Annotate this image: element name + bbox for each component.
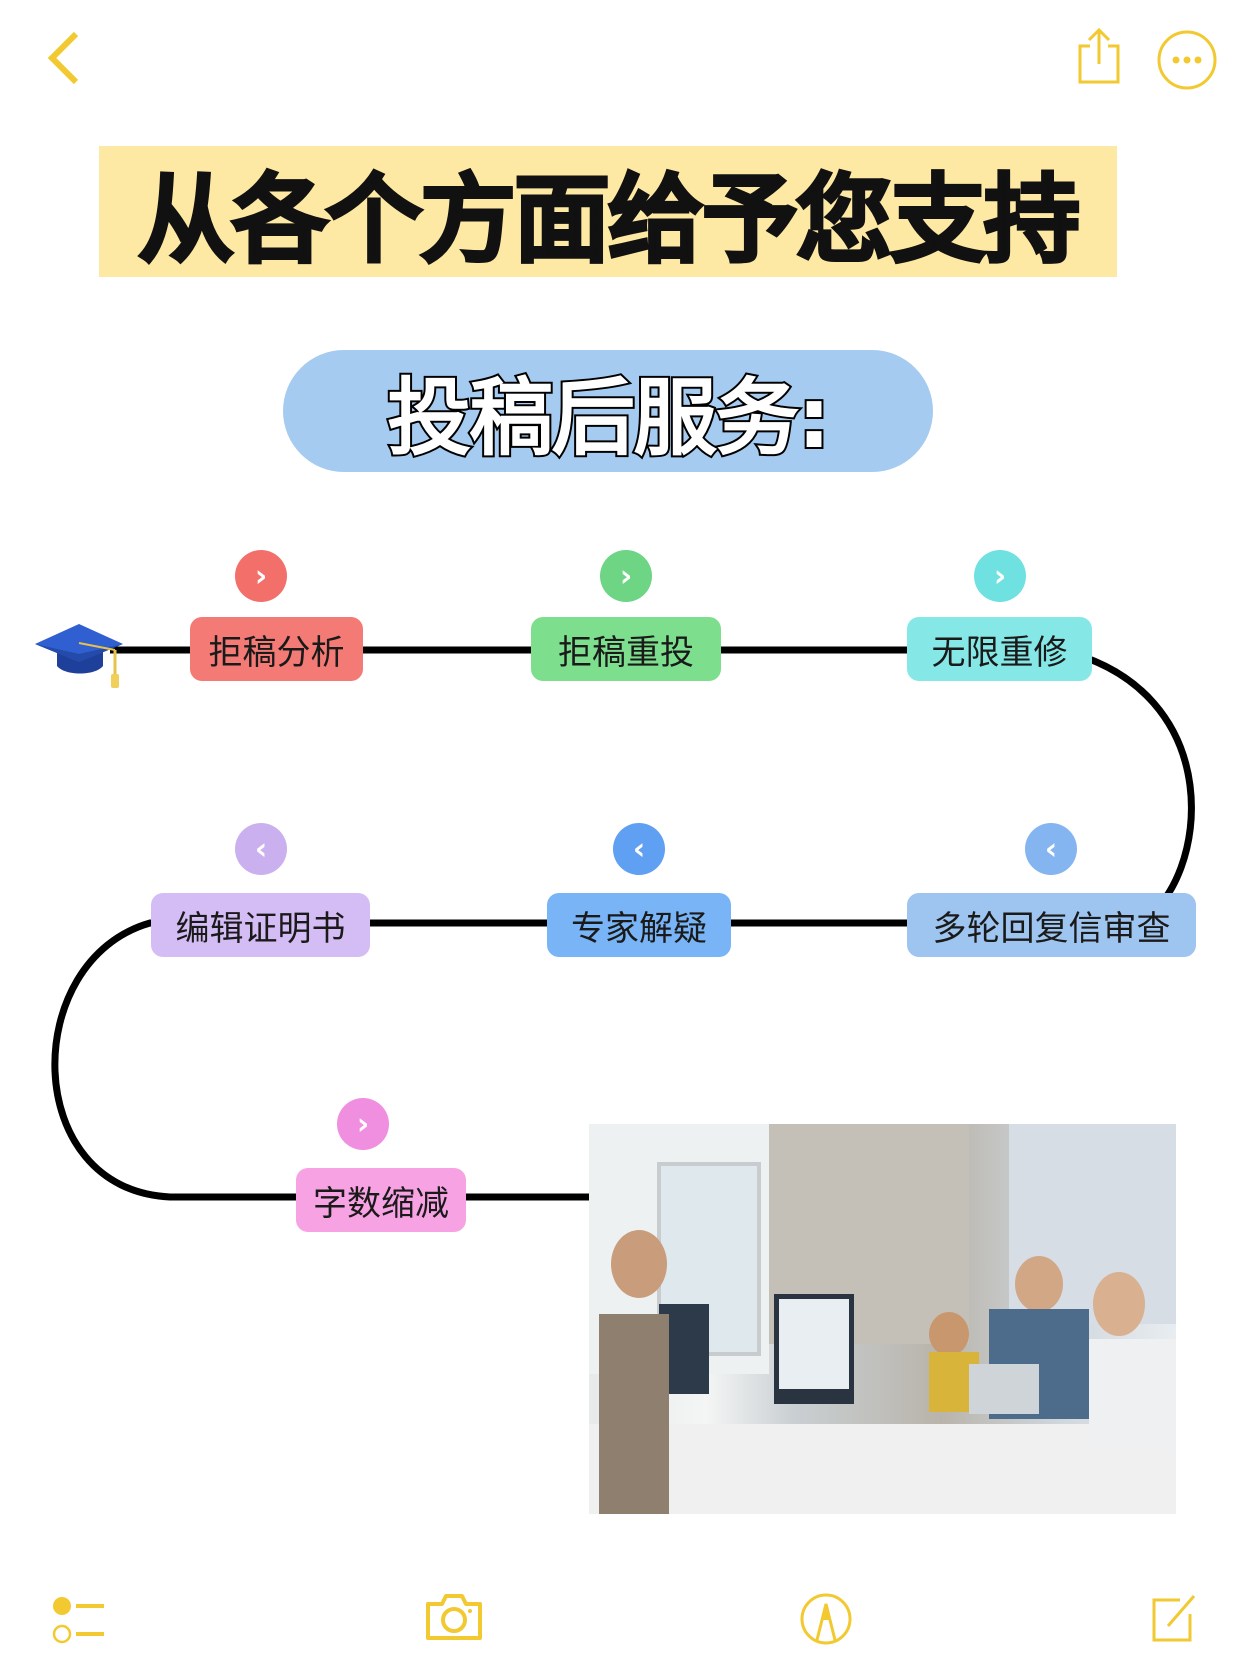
node-label: 拒稿重投 bbox=[558, 632, 694, 673]
page-title: 从各个方面给予您支持 bbox=[137, 163, 1082, 278]
timeline-node-rejection-analysis[interactable]: 拒稿分析 bbox=[190, 617, 363, 681]
subtitle: 投稿后服务: bbox=[385, 367, 833, 469]
node-label: 专家解疑 bbox=[571, 908, 707, 949]
timeline-node-resubmission[interactable]: 拒稿重投 bbox=[531, 617, 721, 681]
subtitle-pill: 投稿后服务: bbox=[283, 350, 933, 472]
timeline-node-word-reduction[interactable]: 字数缩减 bbox=[296, 1168, 466, 1232]
checklist-button[interactable] bbox=[52, 1594, 108, 1646]
timeline-node-unlimited-revisions[interactable]: 无限重修 bbox=[907, 617, 1092, 681]
arrow-dot-4: ‹ bbox=[1025, 823, 1077, 875]
timeline-node-editing-certificate[interactable]: 编辑证明书 bbox=[151, 893, 370, 957]
arrow-dot-1: › bbox=[235, 550, 287, 602]
node-label: 无限重修 bbox=[931, 632, 1068, 673]
timeline-node-expert-qa[interactable]: 专家解疑 bbox=[547, 893, 731, 957]
node-label: 拒稿分析 bbox=[208, 632, 345, 673]
camera-button[interactable] bbox=[424, 1592, 484, 1642]
arrow-dot-2: › bbox=[600, 550, 652, 602]
node-label: 多轮回复信审查 bbox=[932, 908, 1171, 949]
compose-button[interactable] bbox=[1150, 1592, 1198, 1644]
arrow-dot-6: ‹ bbox=[235, 823, 287, 875]
timeline-node-response-letter-review[interactable]: 多轮回复信审查 bbox=[907, 893, 1196, 957]
graduation-cap-icon bbox=[35, 616, 125, 690]
markup-button[interactable] bbox=[799, 1592, 853, 1646]
node-label: 编辑证明书 bbox=[175, 908, 346, 949]
office-photo bbox=[589, 1124, 1176, 1514]
arrow-dot-5: ‹ bbox=[613, 823, 665, 875]
node-label: 字数缩减 bbox=[313, 1183, 449, 1224]
back-button[interactable] bbox=[44, 30, 84, 86]
share-icon[interactable] bbox=[1076, 26, 1122, 86]
arrow-dot-3: › bbox=[974, 550, 1026, 602]
more-button[interactable] bbox=[1156, 29, 1218, 91]
arrow-dot-7: › bbox=[337, 1098, 389, 1150]
title-banner: 从各个方面给予您支持 bbox=[99, 146, 1117, 278]
